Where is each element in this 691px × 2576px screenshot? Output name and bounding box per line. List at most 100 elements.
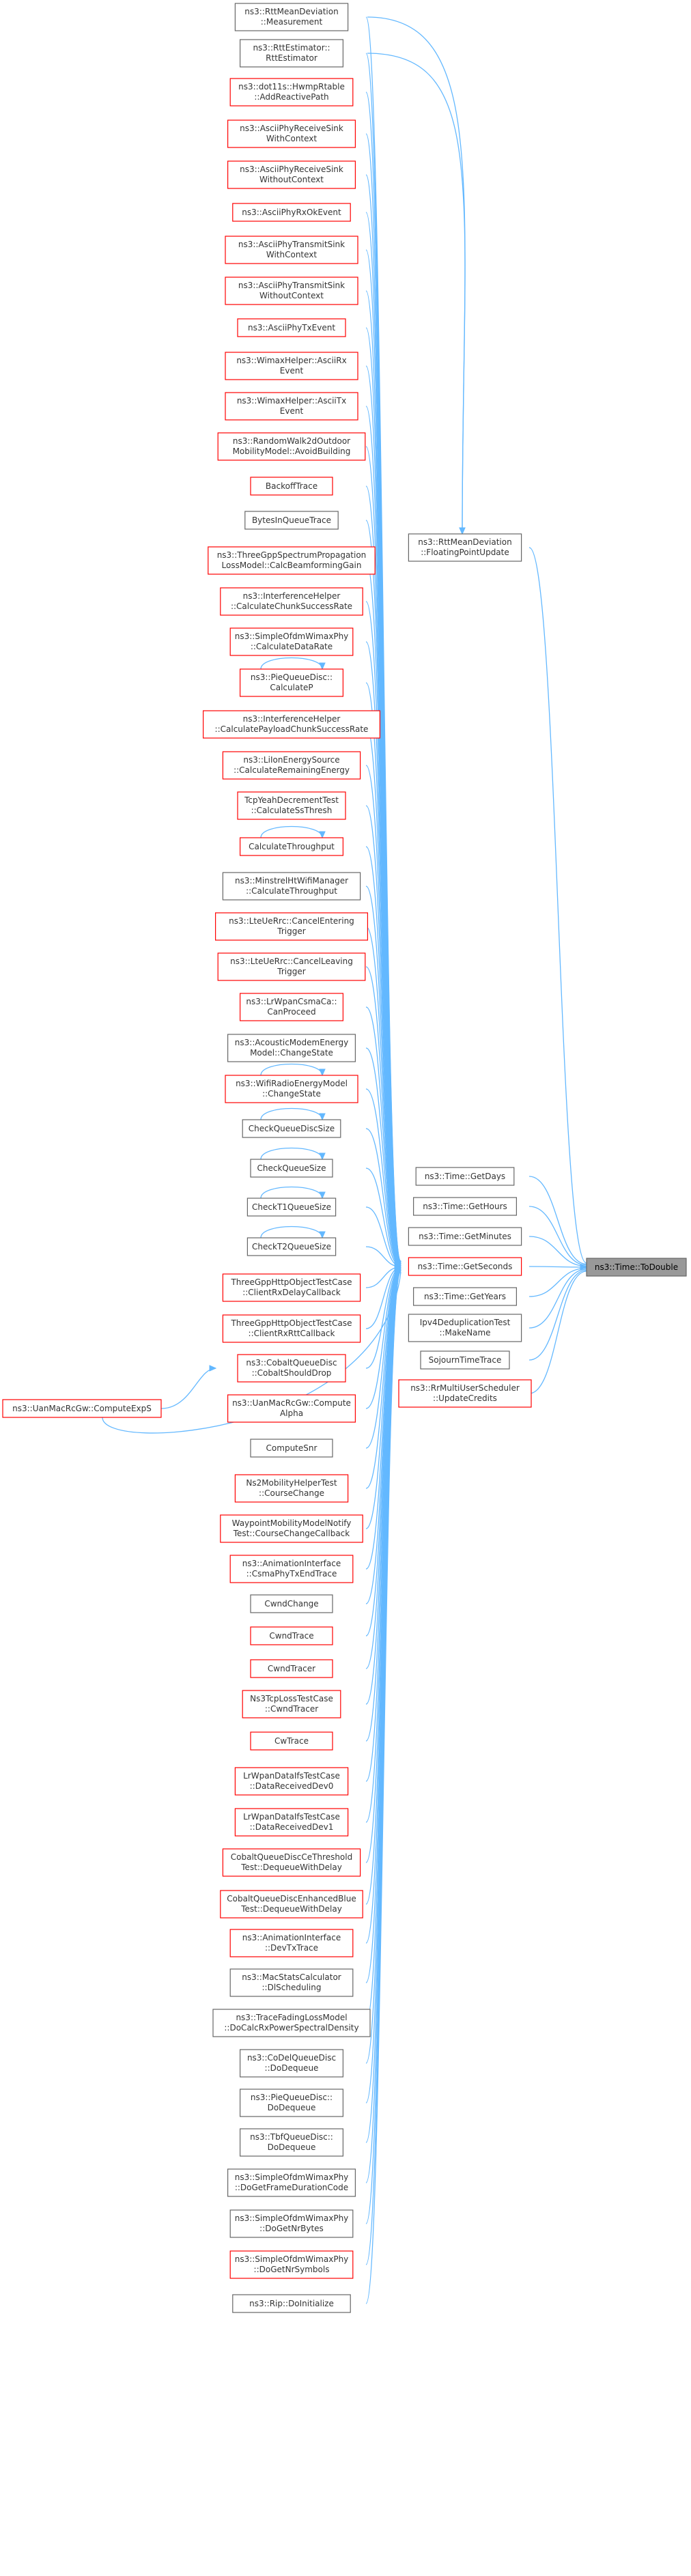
node-ns3-tbfqueuedisc-dodequeue-label: DoDequeue xyxy=(268,2142,316,2152)
node-computesnr-label: ComputeSnr xyxy=(266,1443,318,1453)
arrowhead xyxy=(319,1152,326,1161)
node-ns3-piequeuedisc-calculatep[interactable]: ns3::PieQueueDisc::CalculateP xyxy=(240,668,344,697)
node-checkt1queuesize[interactable]: CheckT1QueueSize xyxy=(246,1198,337,1217)
node-ns3-simpleofdmwimaxphy-dogetnrbytes-label: ::DoGetNrBytes xyxy=(259,2224,324,2233)
root-node[interactable]: ns3::Time::ToDouble xyxy=(586,1258,687,1277)
node-checkt2queuesize[interactable]: CheckT2QueueSize xyxy=(246,1237,337,1256)
node-ns3-piequeuedisc-dodequeue[interactable]: ns3::PieQueueDisc::DoDequeue xyxy=(240,2089,344,2117)
node-computesnr[interactable]: ComputeSnr xyxy=(250,1439,333,1458)
node-ns3-codelqueuedisc-dodequeue[interactable]: ns3::CoDelQueueDisc::DoDequeue xyxy=(240,2049,344,2078)
node-ns3-wifiradioenergymodel-changestate[interactable]: ns3::WifiRadioEnergyModel::ChangeState xyxy=(225,1075,358,1103)
node-floating[interactable]: ns3::RttMeanDeviation::FloatingPointUpda… xyxy=(408,533,522,562)
node-checkqueuesize[interactable]: CheckQueueSize xyxy=(250,1159,333,1178)
node-gethours[interactable]: ns3::Time::GetHours xyxy=(412,1197,517,1216)
node-getminutes-label: ns3::Time::GetMinutes xyxy=(419,1232,511,1241)
node-ns3-minstrelhtwifimanager-calculatethroughput-box xyxy=(222,872,361,901)
node-ns3-rip-doinitialize[interactable]: ns3::Rip::DoInitialize xyxy=(232,2294,351,2313)
node-cwndtracer[interactable]: CwndTracer xyxy=(250,1659,333,1678)
node-ns3-randomwalk2doutdoor-mobilitymodel-avoidbuilding[interactable]: ns3::RandomWalk2dOutdoorMobilityModel::A… xyxy=(217,432,366,461)
node-ns3-tracefadinglossmodel-docalcrxpowerspectraldensity[interactable]: ns3::TraceFadingLossModel::DoCalcRxPower… xyxy=(212,2009,371,2037)
node-ns2mobilityhelpertest-coursechange[interactable]: Ns2MobilityHelperTest::CourseChange xyxy=(234,1474,349,1503)
node-ns3-lrwpancsmaca-canproceed[interactable]: ns3::LrWpanCsmaCa::CanProceed xyxy=(240,993,344,1021)
node-ns3-liionenergysource-calculateremainingenergy[interactable]: ns3::LiIonEnergySource::CalculateRemaini… xyxy=(222,751,361,780)
node-cobaltqueuedisccethreshold-test-dequeuewithdelay[interactable]: CobaltQueueDiscCeThresholdTest::DequeueW… xyxy=(222,1848,361,1877)
node-computeexps[interactable]: ns3::UanMacRcGw::ComputeExpS xyxy=(2,1399,162,1418)
node-ns3-rttestimator-rttestimator[interactable]: ns3::RttEstimator::RttEstimator xyxy=(240,39,344,68)
node-tcpyeahdecrementtest-calculatessthresh-label: TcpYeahDecrementTest xyxy=(244,795,339,805)
node-lrwpandataifstestcase-datareceiveddev0[interactable]: LrWpanDataIfsTestCase::DataReceivedDev0 xyxy=(234,1767,349,1796)
node-ns3-simpleofdmwimaxphy-dogetnrsymbols[interactable]: ns3::SimpleOfdmWimaxPhy::DoGetNrSymbols xyxy=(229,2250,354,2279)
node-waypointmobilitymodelnotify-test-coursechangecallback[interactable]: WaypointMobilityModelNotifyTest::CourseC… xyxy=(220,1514,363,1543)
node-ns3-tbfqueuedisc-dodequeue[interactable]: ns3::TbfQueueDisc::DoDequeue xyxy=(240,2128,344,2157)
node-ns3-simpleofdmwimaxphy-dogetnrbytes[interactable]: ns3::SimpleOfdmWimaxPhy::DoGetNrBytes xyxy=(229,2209,354,2238)
node-ns3-dot11s-hwmprtable-addreactivepath[interactable]: ns3::dot11s::HwmpRtable::AddReactivePath xyxy=(229,78,354,107)
node-checkt2queuesize-label: CheckT2QueueSize xyxy=(252,1242,331,1251)
node-cobaltqueuediscenhancedblue-test-dequeuewithdelay[interactable]: CobaltQueueDiscEnhancedBlueTest::Dequeue… xyxy=(220,1890,363,1919)
node-ns3tcplosstestcase-cwndtracer[interactable]: Ns3TcpLossTestCase::CwndTracer xyxy=(242,1690,341,1718)
node-ns3-acousticmodemenergy-model-changestate[interactable]: ns3::AcousticModemEnergyModel::ChangeSta… xyxy=(227,1034,356,1062)
node-makename[interactable]: Ipv4DeduplicationTest::MakeName xyxy=(408,1314,522,1342)
node-ns3-asciiphytxevent[interactable]: ns3::AsciiPhyTxEvent xyxy=(237,318,346,337)
node-backofftrace[interactable]: BackoffTrace xyxy=(250,477,333,496)
node-updatecredits[interactable]: ns3::RrMultiUserScheduler::UpdateCredits xyxy=(398,1379,532,1408)
node-ns3-tbfqueuedisc-dodequeue-label: ns3::TbfQueueDisc:: xyxy=(250,2132,333,2142)
node-ns3-macstatscalculator-dlscheduling[interactable]: ns3::MacStatsCalculator::DlScheduling xyxy=(229,1968,354,1997)
node-updatecredits-box xyxy=(398,1379,532,1408)
node-lrwpandataifstestcase-datareceiveddev1[interactable]: LrWpanDataIfsTestCase::DataReceivedDev1 xyxy=(234,1808,349,1837)
node-calculatethroughput-box xyxy=(240,837,344,856)
node-ns3-rttmeandeviation-measurement[interactable]: ns3::RttMeanDeviation::Measurement xyxy=(234,3,349,31)
node-getdays-label: ns3::Time::GetDays xyxy=(425,1172,505,1181)
node-ns3-animationinterface-devtxtrace[interactable]: ns3::AnimationInterface::DevTxTrace xyxy=(229,1929,354,1957)
node-ns3-rip-doinitialize-label: ns3::Rip::DoInitialize xyxy=(249,2299,334,2308)
node-ns3-tracefadinglossmodel-docalcrxpowerspectraldensity-label: ::DoCalcRxPowerSpectralDensity xyxy=(224,2023,358,2033)
node-bytesinqueuetrace[interactable]: BytesInQueueTrace xyxy=(244,511,339,530)
node-threegpphttpobjecttestcase-clientrxdelaycallback[interactable]: ThreeGppHttpObjectTestCase::ClientRxDela… xyxy=(222,1273,361,1302)
node-ns3-dot11s-hwmprtable-addreactivepath-box xyxy=(229,78,354,107)
node-ns3-simpleofdmwimaxphy-dogetnrsymbols-box xyxy=(229,2250,354,2279)
node-cwndtrace[interactable]: CwndTrace xyxy=(250,1626,333,1645)
edge-floating-to-root xyxy=(528,547,587,1264)
node-ns3-simpleofdmwimaxphy-dogetframedurationcode[interactable]: ns3::SimpleOfdmWimaxPhy::DoGetFrameDurat… xyxy=(227,2168,356,2197)
node-checkqueuediscsize[interactable]: CheckQueueDiscSize xyxy=(242,1119,341,1138)
node-ns3-simpleofdmwimaxphy-dogetnrbytes-box xyxy=(229,2209,354,2238)
edge-ns2mobilityhelpertest-coursechange xyxy=(365,1267,401,1489)
node-cwtrace-box xyxy=(250,1731,333,1751)
node-getyears[interactable]: ns3::Time::GetYears xyxy=(412,1287,517,1306)
node-cwndchange[interactable]: CwndChange xyxy=(250,1594,333,1613)
node-cwndchange-box xyxy=(250,1594,333,1613)
node-backofftrace-label: BackoffTrace xyxy=(266,481,318,491)
node-sojourn[interactable]: SojournTimeTrace xyxy=(420,1350,510,1370)
node-getminutes[interactable]: ns3::Time::GetMinutes xyxy=(408,1227,522,1246)
node-calculatethroughput[interactable]: CalculateThroughput xyxy=(240,837,344,856)
edge-getyears-to-root xyxy=(528,1267,587,1297)
node-ns3-asciiphyrxokevent[interactable]: ns3::AsciiPhyRxOkEvent xyxy=(232,203,351,222)
node-cobaltqueuedisccethreshold-test-dequeuewithdelay-box xyxy=(222,1848,361,1877)
node-ns3-simpleofdmwimaxphy-calculatedatarate-box xyxy=(229,627,354,656)
node-makename-box xyxy=(408,1314,522,1342)
node-cwtrace[interactable]: CwTrace xyxy=(250,1731,333,1751)
node-cobaltqueuedisccethreshold-test-dequeuewithdelay-label: Test::DequeueWithDelay xyxy=(240,1863,342,1872)
node-getseconds[interactable]: ns3::Time::GetSeconds xyxy=(408,1257,522,1276)
node-getdays[interactable]: ns3::Time::GetDays xyxy=(415,1167,515,1186)
node-ns3-cobaltqueuedisc-cobaltshoulddrop[interactable]: ns3::CobaltQueueDisc::CobaltShouldDrop xyxy=(237,1354,346,1383)
node-tcpyeahdecrementtest-calculatessthresh[interactable]: TcpYeahDecrementTest::CalculateSsThresh xyxy=(237,791,346,820)
node-ns3-macstatscalculator-dlscheduling-box xyxy=(229,1968,354,1997)
node-ns3-minstrelhtwifimanager-calculatethroughput[interactable]: ns3::MinstrelHtWifiManager::CalculateThr… xyxy=(222,872,361,901)
node-ns3-simpleofdmwimaxphy-calculatedatarate[interactable]: ns3::SimpleOfdmWimaxPhy::CalculateDataRa… xyxy=(229,627,354,656)
node-ns3-interferencehelper-calculatepayloadchunksuccessrate[interactable]: ns3::InterferenceHelper::CalculatePayloa… xyxy=(203,710,380,739)
node-waypointmobilitymodelnotify-test-coursechangecallback-box xyxy=(220,1514,363,1543)
node-ns3-interferencehelper-calculatechunksuccessrate[interactable]: ns3::InterferenceHelper::CalculateChunkS… xyxy=(220,587,363,616)
node-ns3-animationinterface-csmaphytxendtrace[interactable]: ns3::AnimationInterface::CsmaPhyTxEndTra… xyxy=(229,1555,354,1583)
node-threegpphttpobjecttestcase-clientrxrttcallback[interactable]: ThreeGppHttpObjectTestCase::ClientRxRttC… xyxy=(222,1314,361,1343)
node-ns3-threegppspectrumpropagation-lossmodel-calcbeamforminggain[interactable]: ns3::ThreeGppSpectrumPropagationLossMode… xyxy=(208,546,376,575)
